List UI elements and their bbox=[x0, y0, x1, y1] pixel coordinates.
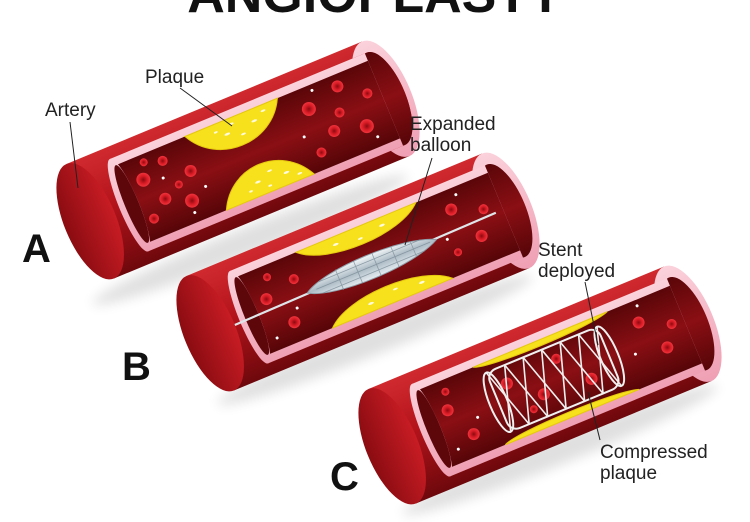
stage-letter-a: A bbox=[22, 227, 51, 271]
stage-letter-c: C bbox=[330, 455, 359, 499]
compressed-plaque-label-line2: plaque bbox=[600, 463, 657, 484]
compressed-plaque-leader bbox=[587, 391, 601, 441]
vessel-a-shadow bbox=[92, 175, 408, 305]
plaque-label: Plaque bbox=[145, 67, 204, 88]
stent-deployed-label-line1: Stent bbox=[538, 240, 583, 261]
vessel-b-plaque-bottom bbox=[331, 274, 454, 329]
vessel-c-cut-end bbox=[358, 388, 426, 505]
vessel-a-blood-cells bbox=[136, 80, 374, 224]
stent-leader bbox=[584, 281, 599, 346]
vessel-c bbox=[358, 265, 722, 505]
vessel-b bbox=[176, 152, 540, 392]
vessel-a bbox=[56, 40, 420, 280]
stent-deployed-label-line2: deployed bbox=[538, 261, 615, 282]
vessel-c-shadow bbox=[402, 385, 718, 515]
vessel-b-blood-cells bbox=[260, 203, 489, 329]
vessel-a-cut-end bbox=[56, 163, 124, 280]
title: ANGIOPLASTY bbox=[187, 0, 563, 24]
deployed-stent bbox=[482, 325, 626, 433]
callout-lines bbox=[69, 87, 601, 441]
vessel-b-shadow bbox=[217, 275, 533, 405]
vessel-c-compressed-plaque-bottom bbox=[504, 388, 640, 446]
stage-letter-b: B bbox=[122, 345, 151, 389]
plaque-leader bbox=[179, 87, 233, 127]
artery-leader bbox=[69, 121, 79, 189]
compressed-plaque-label-line1: Compressed bbox=[600, 442, 708, 463]
vessel-c-lumen bbox=[417, 285, 703, 468]
expanded-balloon-label-line1: Expanded bbox=[410, 114, 496, 135]
expanded-balloon-label-line2: balloon bbox=[410, 135, 471, 156]
balloon-leader bbox=[404, 157, 433, 246]
vessel-b-cut-end bbox=[176, 275, 244, 392]
vessel-c-compressed-plaque-top bbox=[472, 311, 608, 368]
artery-label: Artery bbox=[45, 100, 96, 121]
vessel-b-plaque-top bbox=[294, 201, 417, 256]
